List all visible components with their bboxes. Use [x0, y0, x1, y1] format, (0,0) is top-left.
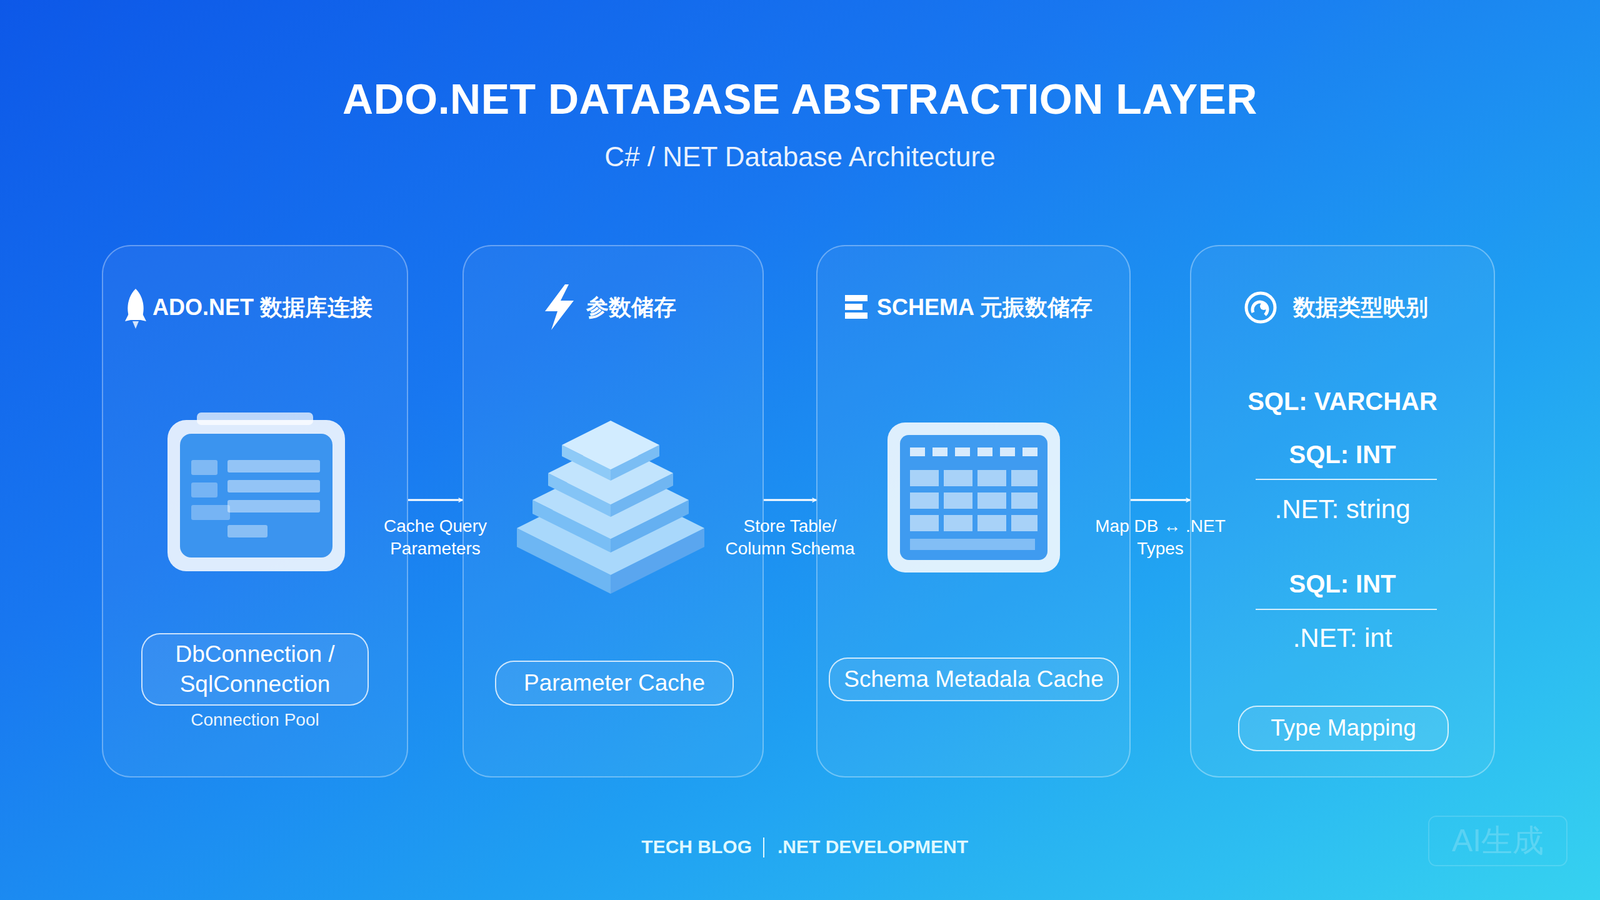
flow-arrow: [1130, 499, 1190, 502]
pill-label: Parameter Cache: [523, 668, 705, 699]
watermark: AI生成: [1428, 820, 1567, 862]
type-mapping-text: SQL: INT: [1191, 440, 1494, 469]
panel-note: Connection Pool: [103, 710, 407, 730]
panel-box: SCHEMA 元振数储存 Schema Metadala Cache: [816, 245, 1131, 778]
subtitle: C# / NET Database Architecture: [0, 141, 1600, 173]
footer-text: TECH BLOG: [641, 836, 752, 858]
panel-box: ADO.NET 数据库连接 Connection Pool DbConnection…: [101, 245, 409, 778]
panel-heading: 数据类型映别: [1293, 292, 1429, 324]
panel-box: 参数储存 Parameter Cache: [462, 245, 764, 778]
panel-heading: SCHEMA 元振数储存: [876, 292, 1093, 324]
type-mapping-text: SQL: INT: [1191, 570, 1494, 599]
flow-arrow: [408, 499, 463, 502]
panel-box: 数据类型映别SQL: VARCHARSQL: INT.NET: stringSQ…: [1190, 245, 1495, 778]
watermark-frame: [1428, 816, 1567, 866]
pill-box: Type Mapping: [1238, 705, 1449, 752]
pill-box: Schema Metadala Cache: [828, 657, 1119, 702]
panel-heading: 参数储存: [586, 292, 677, 324]
type-mapping-text: .NET: int: [1191, 623, 1494, 654]
pill-box: DbConnection / SqlConnection: [141, 633, 369, 706]
diagram-title: ADO.NET DATABASE ABSTRACTION LAYER: [0, 74, 1600, 124]
edge-label: Cache Query Parameters: [363, 515, 508, 561]
footer-text: .NET DEVELOPMENT: [777, 836, 969, 858]
pill-box: Parameter Cache: [495, 660, 734, 706]
footer-separator: [763, 837, 765, 858]
pill-label: Type Mapping: [1270, 713, 1416, 744]
type-mapping-text: SQL: VARCHAR: [1191, 387, 1494, 416]
pill-label: DbConnection / SqlConnection: [152, 639, 358, 700]
edge-label: Store Table/ Column Schema: [718, 515, 862, 561]
edge-label: Map DB ↔ .NET Types: [1088, 515, 1233, 561]
type-mapping-text: .NET: string: [1191, 494, 1494, 525]
flow-arrow: [763, 499, 817, 502]
pill-label: Schema Metadala Cache: [843, 664, 1104, 695]
panel-heading: ADO.NET 数据库连接: [152, 292, 373, 324]
